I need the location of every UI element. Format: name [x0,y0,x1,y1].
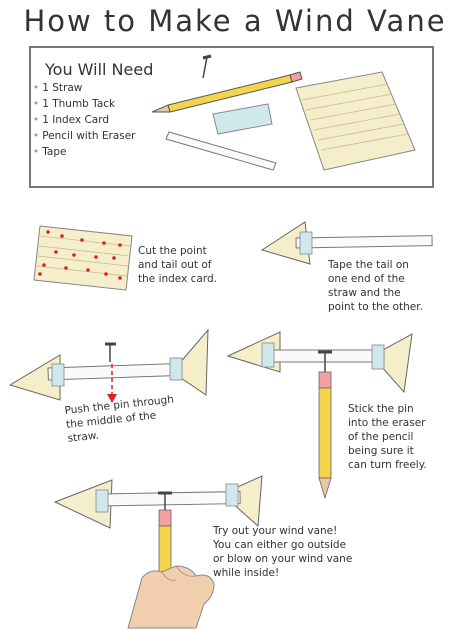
tape-icon [212,103,273,135]
vane-step5-icon [53,475,263,629]
pencil-icon [151,71,303,113]
step-4-text: Stick the pin into the eraser of the pen… [348,403,427,471]
materials-box [29,46,434,188]
vane-step2-icon [260,221,433,265]
hand-icon [127,565,215,629]
materials-item: 1 Thumb Tack [33,96,135,112]
materials-heading: You Will Need [45,60,154,79]
vane-step3-icon [8,328,209,403]
materials-item: Pencil with Eraser [33,128,135,144]
index-card-icon [295,71,416,171]
card-cut-icon [33,225,133,291]
thumb-tack-icon [202,54,212,79]
step-2-text: Tape the tail on one end of the straw an… [328,259,423,313]
materials-list: 1 Straw 1 Thumb Tack 1 Index Card Pencil… [33,80,135,160]
vane-step4-icon [226,331,413,500]
step-5-text: Try out your wind vane! You can either g… [213,525,353,579]
step-1-text: Cut the point and tail out of the index … [138,245,217,285]
straw-icon [165,131,277,171]
page-title: How to Make a Wind Vane [23,4,447,38]
materials-item: 1 Index Card [33,112,135,128]
materials-item: Tape [33,144,135,160]
materials-item: 1 Straw [33,80,135,96]
